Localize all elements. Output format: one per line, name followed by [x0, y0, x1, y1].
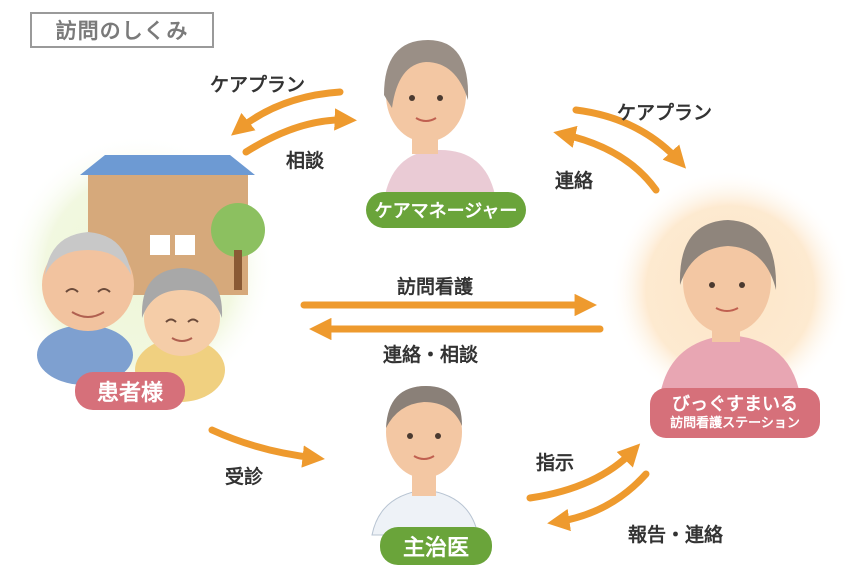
arrow-cm-to-patient [231, 88, 344, 136]
arrow-doctor-to-station [526, 443, 641, 502]
arrow-patient-to-doctor [208, 426, 325, 468]
patient-text: 患者様 [96, 381, 163, 406]
label-patient-to-cm: ケアプラン [210, 74, 306, 96]
station-name-text: びっぐすまいる [672, 394, 798, 415]
care-manager-illustration [384, 40, 495, 195]
page-title: 訪問のしくみ [30, 12, 214, 48]
station-label: びっぐすまいる 訪問看護ステーション [650, 388, 820, 438]
label-patient-to-station: 訪問看護 [397, 276, 474, 298]
doctor-text: 主治医 [402, 536, 469, 561]
label-doctor-to-station: 指示 [536, 452, 575, 474]
label-station-to-doctor: 報告・連絡 [628, 524, 724, 546]
care-manager-label: ケアマネージャー [366, 192, 526, 228]
label-cm-to-patient: 相談 [286, 150, 325, 172]
care-manager-text: ケアマネージャー [374, 201, 518, 222]
nurse-illustration [610, 170, 850, 410]
doctor-label: 主治医 [380, 527, 492, 565]
arrow-cm-to-station [572, 106, 687, 169]
label-patient-to-doctor: 受診 [225, 466, 264, 488]
patient-illustration [5, 135, 275, 405]
arrow-station-to-doctor [547, 470, 650, 532]
station-sub-text: 訪問看護ステーション [670, 416, 800, 431]
arrows [208, 88, 687, 532]
arrow-station-to-cm [553, 125, 660, 194]
patient-label: 患者様 [75, 372, 185, 410]
label-cm-to-station: ケアプラン [617, 102, 713, 124]
label-station-to-patient: 連絡・相談 [383, 344, 479, 366]
label-station-to-cm: 連絡 [555, 170, 594, 192]
arrow-patient-to-cm [242, 108, 357, 156]
doctor-illustration [371, 386, 479, 536]
